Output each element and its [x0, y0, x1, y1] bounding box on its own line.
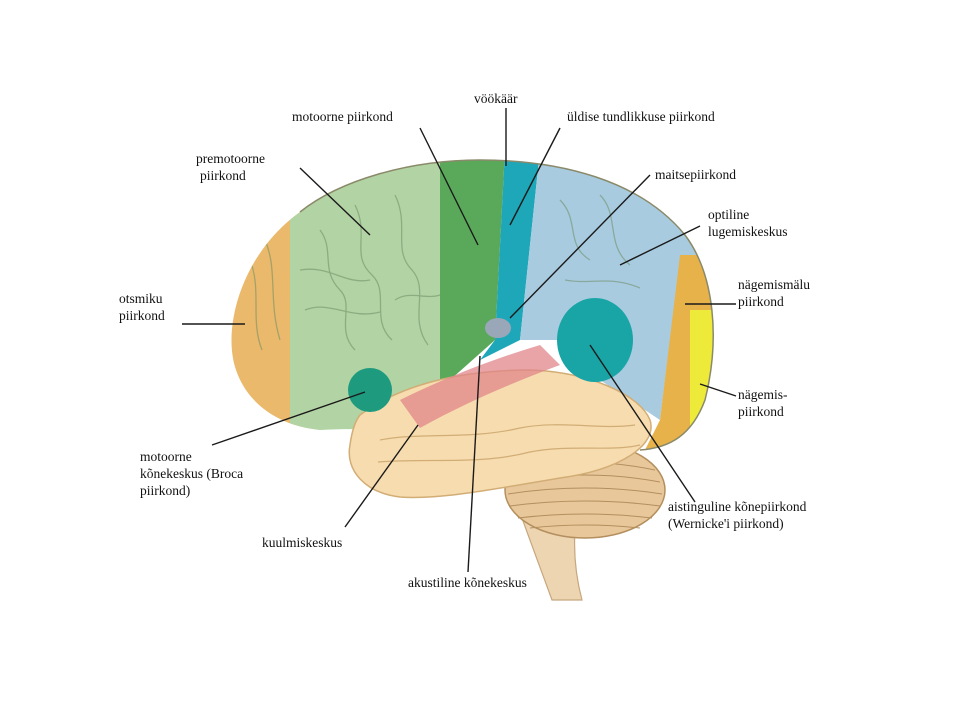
label-akustiline-konekeskus: akustiline kõnekeskus	[408, 575, 527, 590]
label-aistinguline-konepiirkond: aistinguline kõnepiirkond (Wernicke'i pi…	[668, 499, 807, 531]
temporal-folds	[377, 424, 641, 463]
label-otsmiku-piirkond: otsmiku piirkond	[119, 291, 165, 323]
brain-outline	[299, 159, 714, 451]
label-uldise-tundlikkuse-piirkond: üldise tundlikkuse piirkond	[567, 109, 715, 124]
brain-sulci	[249, 194, 641, 351]
label-vookaar: vöökäär	[474, 91, 518, 106]
leader-lines	[182, 108, 737, 573]
broca-area	[348, 368, 392, 412]
label-motoorne-konekeskus: motoorne kõnekeskus (Broca piirkond)	[140, 449, 244, 498]
wernicke-area	[557, 298, 633, 382]
visual-region	[690, 310, 714, 452]
label-maitsepiirkond: maitsepiirkond	[655, 167, 736, 182]
label-nagemis-piirkond: nägemis- piirkond	[738, 387, 788, 419]
label-motoorne-piirkond: motoorne piirkond	[292, 109, 393, 124]
sensory-region	[480, 160, 540, 360]
label-kuulmiskeskus: kuulmiskeskus	[262, 535, 343, 550]
frontal-region	[231, 160, 300, 450]
label-optiline-lugemiskeskus: optiline lugemiskeskus	[708, 207, 788, 239]
label-premotoorne-piirkond: premotoorne piirkond	[196, 151, 265, 183]
label-nagemismalu-piirkond: nägemismälu piirkond	[738, 277, 810, 309]
taste-area	[485, 318, 511, 338]
auditory-band	[400, 345, 560, 428]
